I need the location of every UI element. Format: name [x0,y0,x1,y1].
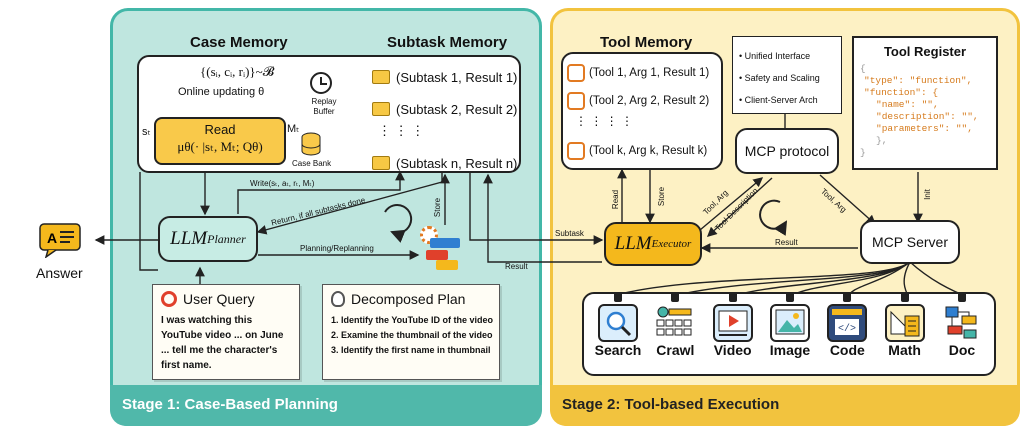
planning-edge-label: Planning/Replanning [300,244,374,253]
tool-memory-title: Tool Memory [600,34,693,51]
tool-doc: Doc [934,292,990,358]
online-updating-label: Online updating θ [178,86,265,98]
folder-icon [372,156,390,170]
plan-steps: 1. Identify the YouTube ID of the video … [331,313,495,358]
subtask-edge-label: Subtask [555,229,584,238]
mcp-feature: • Unified Interface [739,51,811,61]
svg-text:</>: </> [838,323,856,335]
tool-video: Video [705,292,761,358]
tool-code: </> Code [819,292,875,358]
mcp-server-node: MCP Server [860,220,960,264]
tool-math: Math [877,292,933,358]
target-icon [161,291,177,307]
folder-icon [372,102,390,116]
read-edge-label: Read [611,189,621,210]
plug-icon [785,292,794,302]
code-window-icon: </> [827,304,868,342]
user-query-card: User Query I was watching this YouTube v… [152,284,300,380]
tools-row: Search Crawl Video Image </> [590,292,990,358]
user-query-text: I was watching this YouTube video ... on… [161,315,284,371]
tool-dots: ⋮ ⋮ ⋮ ⋮ [575,114,634,128]
case-bank-database-icon [300,132,322,156]
wrench-icon [567,142,585,160]
folder-icon [372,70,390,84]
store-edge-label-1: Store [433,197,443,218]
read-expr: μθ(· |sₜ, Mₜ; Qθ) [177,139,263,154]
write-edge-label: Write(sₜ, aₜ, rₜ, Mₜ) [250,179,315,188]
tool-register-json: { "type": "function", "function": { "nam… [860,63,979,158]
tool-search: Search [590,292,646,358]
plug-icon [900,292,909,302]
answer-chat-icon: A [38,222,86,259]
list-item: (Tool k, Arg k, Result k) [567,138,721,164]
user-query-title: User Query [183,291,255,307]
read-label: Read [204,122,236,137]
plan-document-icon [420,226,462,272]
video-play-icon [712,304,753,342]
s-t-label: sₜ [142,126,151,138]
math-calculator-icon [884,304,925,342]
plan-step: 2. Examine the thumbnail of the video [331,330,493,340]
plug-icon [671,292,680,302]
list-item: (Subtask n, Result n) [372,149,517,177]
wrench-icon [567,92,585,110]
document-icon [941,304,982,342]
mcp-features-box: • Unified Interface • Safety and Scaling… [732,36,842,114]
replay-buffer-clock-icon [310,72,332,94]
answer-label: Answer [36,265,83,281]
plug-icon [957,292,966,302]
decomposed-plan-title: Decomposed Plan [351,291,466,307]
decomposed-plan-card: Decomposed Plan 1. Identify the YouTube … [322,284,500,380]
plug-icon [614,292,622,302]
subtask-list: (Subtask 1, Result 1) (Subtask 2, Result… [372,63,517,177]
lightbulb-icon [331,291,345,307]
mcp-feature: • Client-Server Arch [739,95,818,105]
stage1-label: Stage 1: Case-Based Planning [122,396,338,413]
tool-crawl: Crawl [647,292,703,358]
result-edge-label-2: Result [775,238,798,247]
list-item: (Tool 1, Arg 1, Result 1) [567,60,721,86]
case-set-expr: {(sᵢ, cᵢ, rᵢ)}~𝓑 [200,64,275,79]
store-edge-label-2: Store [657,186,667,207]
plug-icon [843,292,852,302]
mcp-feature: • Safety and Scaling [739,73,820,83]
init-edge-label: Init [922,189,932,200]
mcp-protocol-node: MCP protocol [735,128,839,174]
subtask-memory-title: Subtask Memory [387,34,508,51]
m-t-label: Mₜ [287,123,300,135]
svg-text:A: A [47,230,57,246]
case-memory-title: Case Memory [190,34,288,51]
replay-buffer-label: Replay Buffer [311,97,337,116]
case-bank-label: Case Bank [292,159,332,168]
list-item: (Subtask 2, Result 2) [372,95,517,123]
tool-image: Image [762,292,818,358]
tool-register-box: Tool Register { "type": "function", "fun… [852,36,998,170]
read-box: Read μθ(· |sₜ, Mₜ; Qθ) [154,117,286,165]
wrench-icon [567,64,585,82]
tool-memory-box: (Tool 1, Arg 1, Result 1) (Tool 2, Arg 2… [561,52,723,170]
stage2-label: Stage 2: Tool-based Execution [562,396,780,413]
tool-register-title: Tool Register [883,44,967,59]
plug-icon [728,292,737,302]
plan-step: 1. Identify the YouTube ID of the video [331,315,494,325]
plan-step: 3. Identify the first name in thumbnail [331,345,491,355]
result-edge-label-1: Result [505,262,528,271]
subtask-dots: ⋮ ⋮ ⋮ [378,123,425,138]
stage2-label-bar [550,385,1020,426]
image-picture-icon [769,304,810,342]
list-item: (Subtask 1, Result 1) [372,63,517,91]
list-item: (Tool 2, Arg 2, Result 2) [567,88,721,114]
search-icon [598,304,638,342]
stage1-label-bar [110,385,542,426]
crawl-grid-icon [655,304,696,342]
